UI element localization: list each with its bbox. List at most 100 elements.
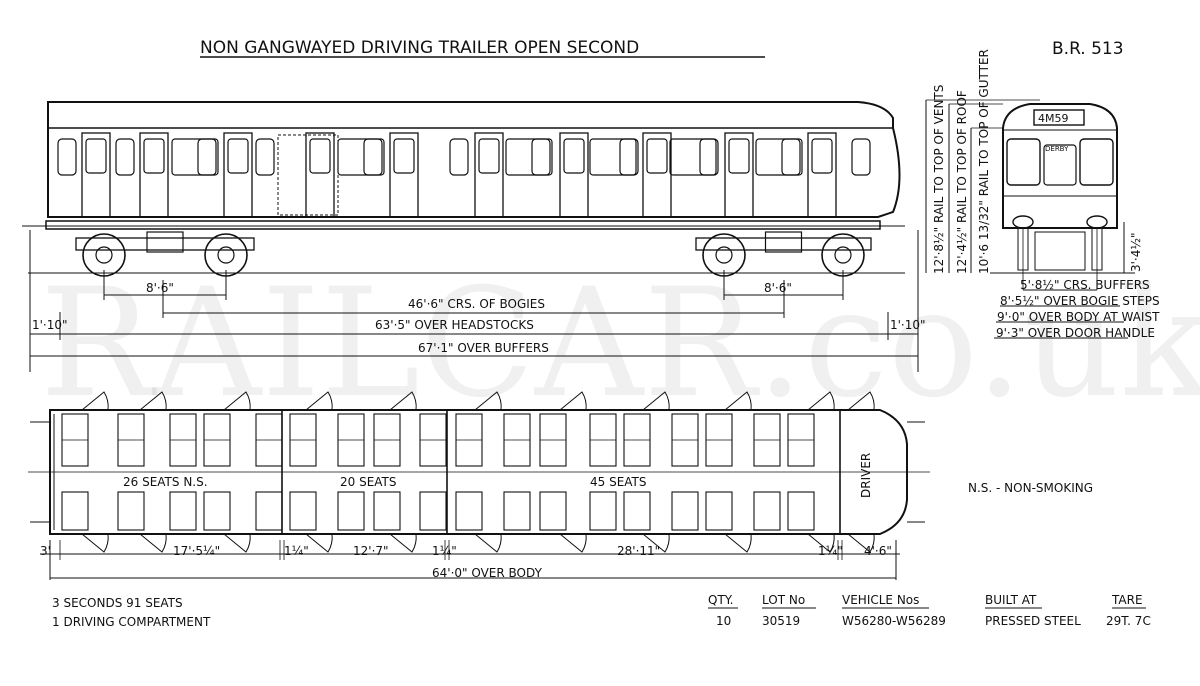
side-door xyxy=(807,132,837,218)
door-swing xyxy=(847,533,875,553)
small-window xyxy=(531,138,551,176)
door-window xyxy=(85,138,107,174)
side-dimensions: 8'·6" 8'·6" 46'·6" CRS. OF BOGIES 63'·5"… xyxy=(29,230,926,372)
plan-dim-part3: 1¼" xyxy=(818,544,843,558)
side-door xyxy=(389,132,419,218)
door-window xyxy=(811,138,833,174)
diagram-number: B.R. 513 xyxy=(1052,39,1124,59)
smoking-legend: N.S. - NON-SMOKING xyxy=(968,481,1093,495)
vehicle-table: QTY. LOT No VEHICLE Nos BUILT AT TARE 10… xyxy=(708,593,1151,628)
door-window xyxy=(393,138,415,174)
height-roof-dim: 12'·4½" RAIL TO TOP OF ROOF xyxy=(955,90,969,274)
door-swing xyxy=(139,391,167,411)
door-swing xyxy=(807,391,835,411)
summary-seats: 3 SECONDS 91 SEATS xyxy=(52,596,183,610)
driver-label: DRIVER xyxy=(859,453,873,498)
axlebox xyxy=(715,246,733,264)
summary-driving: 1 DRIVING COMPARTMENT xyxy=(52,615,211,629)
seat-block xyxy=(373,491,401,531)
plan-dim-comp2: 12'·7" xyxy=(353,544,389,558)
door-window xyxy=(478,138,500,174)
small-window xyxy=(781,138,801,176)
side-door xyxy=(81,132,111,218)
door-swing xyxy=(642,391,670,411)
seat-block xyxy=(255,491,283,531)
seat-block xyxy=(203,491,231,531)
bogie-frame xyxy=(75,237,255,251)
large-window xyxy=(755,138,803,176)
door-swing xyxy=(642,533,670,553)
drawing-title: NON GANGWAYED DRIVING TRAILER OPEN SECON… xyxy=(200,38,639,58)
large-window xyxy=(669,138,717,176)
headstocks-dim: 63'·5" OVER HEADSTOCKS xyxy=(375,318,534,332)
plan-view: 26 SEATS N.S. 20 SEATS 45 SEATS DRIVER xyxy=(28,391,930,553)
small-window xyxy=(363,138,383,176)
overhang-left-dim: 1'·10" xyxy=(32,318,68,332)
side-door xyxy=(139,132,169,218)
bogie-steps-dim: 8'·5½" OVER BOGIE STEPS xyxy=(1000,294,1160,308)
buffer-height-dim: 3'·4½" xyxy=(1129,232,1143,272)
plan-dim-part1: 1¼" xyxy=(284,544,309,558)
compartment-1-label: 26 SEATS N.S. xyxy=(123,475,208,489)
side-elevation xyxy=(22,101,905,277)
seat-block xyxy=(337,491,365,531)
side-door xyxy=(305,132,335,218)
cell-built: PRESSED STEEL xyxy=(985,614,1081,628)
seat-block xyxy=(539,491,567,531)
buffer-centres-dim: 5'·8½" CRS. BUFFERS xyxy=(1020,278,1150,292)
bogie-wheelbase-left: 8'·6" xyxy=(146,281,174,295)
small-window xyxy=(197,138,217,176)
door-swing xyxy=(474,533,502,553)
door-window xyxy=(309,138,331,174)
height-gutter-dim: 10'·6 13/32" RAIL TO TOP OF GUTTER xyxy=(977,49,991,274)
door-window xyxy=(646,138,668,174)
destination-blind: 4M59 xyxy=(1038,112,1069,125)
small-window xyxy=(851,138,871,176)
seat-block xyxy=(419,491,447,531)
door-swing xyxy=(223,391,251,411)
waist-dim: 9'·0" OVER BODY AT WAIST xyxy=(997,310,1160,324)
seat-block xyxy=(671,491,699,531)
seat-block xyxy=(623,491,651,531)
side-door xyxy=(724,132,754,218)
small-window xyxy=(619,138,639,176)
door-swing xyxy=(807,533,835,553)
door-swings xyxy=(81,391,875,553)
seat-block xyxy=(589,491,617,531)
axlebox xyxy=(217,246,235,264)
plan-dim-cab: 4'·6" xyxy=(864,544,892,558)
large-window xyxy=(505,138,553,176)
large-window xyxy=(589,138,637,176)
compartment-3-label: 45 SEATS xyxy=(590,475,647,489)
seat-block xyxy=(705,491,733,531)
side-door xyxy=(474,132,504,218)
plan-dim-comp3: 28'·11" xyxy=(617,544,660,558)
door-swing xyxy=(389,391,417,411)
door-handle-dim: 9'·3" OVER DOOR HANDLE xyxy=(996,326,1155,340)
col-vehicle: VEHICLE Nos xyxy=(842,593,919,607)
seat-block xyxy=(753,491,781,531)
plan-dim-end: 3' xyxy=(40,544,51,558)
seat-blocks xyxy=(61,413,815,531)
door-swing xyxy=(81,391,109,411)
plan-dimensions: 3' 17'·5¼" 1¼" 12'·7" 1¼" 28'·11" 1¼" 4'… xyxy=(40,540,900,580)
col-tare: TARE xyxy=(1111,593,1143,607)
seat-block xyxy=(61,491,89,531)
cell-tare: 29T. 7C xyxy=(1106,614,1151,628)
door-swing xyxy=(81,533,109,553)
door-window xyxy=(227,138,249,174)
cell-qty: 10 xyxy=(716,614,731,628)
door-swing xyxy=(474,391,502,411)
door-swing xyxy=(724,391,752,411)
large-window xyxy=(171,138,219,176)
side-doors-windows xyxy=(57,132,871,218)
door-swing xyxy=(847,391,875,411)
door-swing xyxy=(559,533,587,553)
side-door xyxy=(223,132,253,218)
small-window xyxy=(699,138,719,176)
height-vents-dim: 12'·8½" RAIL TO TOP OF VENTS xyxy=(932,85,946,274)
seat-block xyxy=(289,491,317,531)
bogie-frame xyxy=(695,237,872,251)
